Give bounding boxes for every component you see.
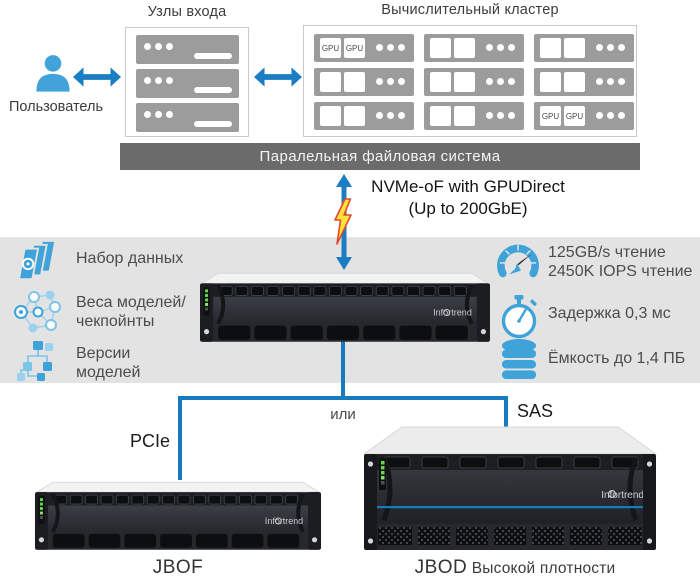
server-node — [136, 103, 239, 132]
entry-nodes-box — [125, 27, 249, 137]
feature-versions-label: Версии моделей — [76, 345, 141, 381]
server-node — [424, 34, 524, 62]
or-label: или — [330, 406, 356, 423]
feature-weights-label: Веса моделей/ чекпойнты — [76, 294, 186, 330]
nvme-line2: (Up to 200GbE) — [408, 198, 528, 218]
user-icon — [36, 55, 70, 92]
stopwatch-icon — [501, 295, 537, 339]
jbof-appliance — [33, 476, 323, 556]
feature-latency-label: Задержка 0,3 мс — [548, 305, 671, 322]
jbof-label: JBOF — [152, 557, 204, 578]
gpu-chip-label: GPU — [344, 38, 365, 58]
nvme-label: NVMe-oF with GPUDirect (Up to 200GbE) — [356, 176, 580, 220]
pcie-label: PCIe — [129, 431, 170, 451]
sas-label: SAS — [517, 401, 554, 421]
entry-nodes-title: Узлы входа — [147, 4, 227, 20]
file-system-label: Паралельная файловая система — [259, 148, 501, 165]
user-to-nodes-arrow-icon — [72, 67, 122, 87]
server-node — [424, 102, 524, 130]
connector-pcie-vertical — [178, 396, 182, 480]
lightning-icon — [334, 198, 352, 245]
connector-horizontal — [178, 396, 508, 400]
model-weights-icon — [14, 290, 61, 333]
cluster-title: Вычислительный кластер — [381, 2, 559, 18]
server-node — [314, 102, 414, 130]
server-node — [534, 68, 634, 96]
feature-dataset-label: Набор данных — [76, 250, 184, 267]
gpu-server-node: GPU GPU — [534, 102, 634, 130]
jbod-appliance: Infortrend — [362, 426, 658, 550]
main-storage-appliance — [198, 267, 492, 348]
feature-capacity-label: Ёмкость до 1,4 ПБ — [548, 350, 686, 367]
connector-main-vertical — [341, 340, 345, 400]
gpu-chip-label: GPU — [564, 106, 585, 126]
dataset-icon — [17, 240, 57, 281]
cluster-box: GPU GPU — [303, 25, 637, 137]
nodes-to-cluster-arrow-icon — [253, 67, 303, 87]
appliance-brand-text: Infortrend — [601, 490, 644, 501]
server-node — [534, 34, 634, 62]
jbod-label-row: JBOD Высокой плотности — [370, 557, 660, 579]
nvme-link-arrow-icon — [334, 174, 352, 270]
file-system-bar: Паралельная файловая система — [120, 143, 640, 170]
gpu-chip-label: GPU — [540, 106, 561, 126]
jbod-label: JBOD — [414, 557, 468, 578]
server-node — [424, 68, 524, 96]
capacity-icon — [501, 339, 537, 379]
jbod-sublabel: Высокой плотности — [471, 560, 616, 577]
server-node — [314, 68, 414, 96]
gpu-chip-label: GPU — [320, 38, 341, 58]
server-node — [136, 69, 239, 98]
feature-throughput-label: 125GB/s чтение 2450K IOPS чтение — [548, 244, 693, 280]
user-label: Пользователь — [8, 99, 104, 115]
gpu-server-node: GPU GPU — [314, 34, 414, 62]
server-node — [136, 35, 239, 64]
nvme-line1: NVMe-oF with GPUDirect — [371, 177, 565, 196]
connector-sas-vertical — [504, 396, 508, 434]
model-versions-icon — [17, 341, 53, 381]
speedometer-icon — [497, 244, 539, 278]
